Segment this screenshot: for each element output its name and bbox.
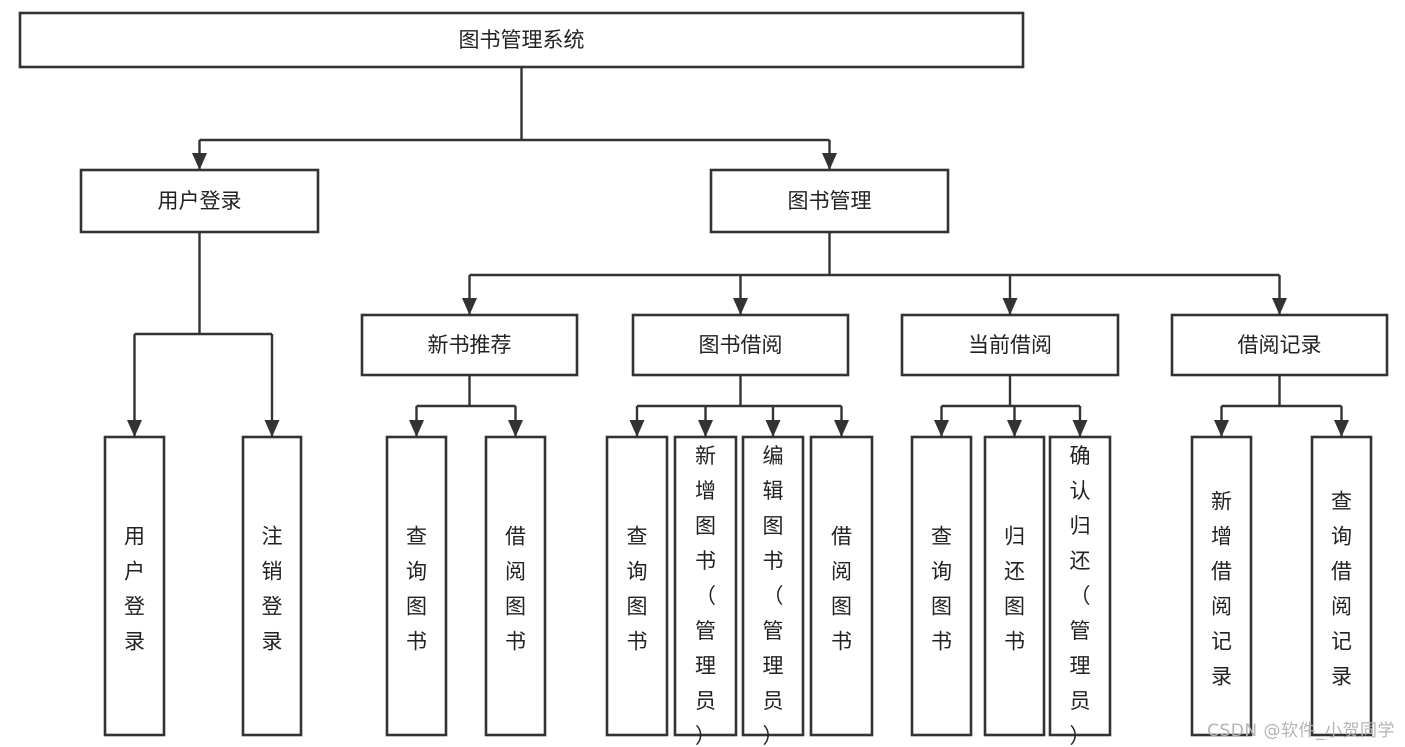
node-label-leaf-add-book: 新增图书（管理员） [695, 444, 716, 747]
node-box-borrow-record[interactable] [1170, 313, 1389, 377]
nodes-layer: 图书管理系统用户登录图书管理新书推荐图书借阅当前借阅借阅记录用户登录注销登录查询… [18, 11, 1389, 747]
node-box-leaf-borrow-book-1[interactable] [484, 435, 547, 737]
node-label-borrow-record: 借阅记录 [1238, 333, 1322, 357]
arrow-icon-leaf-query-record [1334, 420, 1349, 437]
node-box-leaf-add-book[interactable] [673, 435, 738, 737]
edge-group-root [192, 67, 837, 170]
arrow-icon-leaf-add-book [698, 420, 713, 437]
arrow-icon-book-manage [822, 153, 837, 170]
node-box-leaf-user-login[interactable] [103, 435, 166, 737]
node-label-leaf-user-login: 用户登录 [124, 524, 145, 653]
arrow-icon-leaf-query-book-2 [629, 420, 645, 437]
arrow-icon-leaf-borrow-book-1 [508, 420, 523, 437]
node-current-borrow[interactable]: 当前借阅 [900, 313, 1120, 377]
node-box-new-book-rec[interactable] [360, 313, 579, 377]
node-box-leaf-query-book-2[interactable] [605, 435, 669, 737]
node-label-leaf-borrow-book-1: 借阅图书 [505, 524, 526, 653]
node-box-leaf-borrow-book-2[interactable] [809, 435, 874, 737]
arrow-icon-current-borrow [1002, 298, 1018, 315]
arrow-icon-borrow-record [1272, 298, 1287, 315]
node-leaf-add-record[interactable]: 新增借阅记录 [1190, 435, 1253, 737]
arrow-icon-user-login [192, 153, 207, 170]
node-leaf-borrow-book-1[interactable]: 借阅图书 [484, 435, 547, 737]
node-book-borrow[interactable]: 图书借阅 [631, 313, 850, 377]
edge-group-new-book-rec [409, 375, 523, 437]
arrow-icon-new-book-rec [462, 298, 477, 315]
node-box-leaf-query-book-3[interactable] [910, 435, 973, 737]
edge-group-book-manage [462, 232, 1287, 315]
node-box-user-login[interactable] [79, 168, 320, 234]
node-box-leaf-confirm-return[interactable] [1048, 435, 1112, 737]
node-leaf-user-login[interactable]: 用户登录 [103, 435, 166, 737]
node-box-book-borrow[interactable] [631, 313, 850, 377]
node-leaf-return-book[interactable]: 归还图书 [983, 435, 1046, 737]
node-box-leaf-edit-book[interactable] [741, 435, 805, 737]
edge-group-user-login [127, 232, 280, 437]
node-box-current-borrow[interactable] [900, 313, 1120, 377]
arrow-icon-leaf-return-book [1007, 420, 1022, 437]
node-box-book-manage[interactable] [709, 168, 950, 234]
node-label-leaf-query-book-3: 查询图书 [931, 524, 952, 653]
node-borrow-record[interactable]: 借阅记录 [1170, 313, 1389, 377]
node-leaf-query-book-1[interactable]: 查询图书 [385, 435, 448, 737]
node-label-book-borrow: 图书借阅 [699, 333, 783, 357]
node-box-leaf-return-book[interactable] [983, 435, 1046, 737]
node-label-leaf-query-book-2: 查询图书 [627, 524, 648, 653]
node-new-book-rec[interactable]: 新书推荐 [360, 313, 579, 377]
node-leaf-edit-book[interactable]: 编辑图书（管理员） [741, 435, 805, 747]
arrow-icon-leaf-user-login [127, 420, 142, 437]
node-label-leaf-query-book-1: 查询图书 [406, 524, 427, 653]
node-label-leaf-borrow-book-2: 借阅图书 [831, 524, 852, 653]
node-box-leaf-query-record[interactable] [1310, 435, 1373, 737]
node-label-user-login: 用户登录 [158, 189, 242, 213]
node-label-leaf-confirm-return: 确认归还（管理员） [1070, 444, 1091, 747]
node-box-leaf-user-logout[interactable] [241, 435, 303, 737]
node-root[interactable]: 图书管理系统 [18, 11, 1025, 69]
node-label-leaf-query-record: 查询借阅记录 [1331, 489, 1352, 688]
node-label-book-manage: 图书管理 [788, 189, 872, 213]
arrow-icon-leaf-user-logout [264, 420, 280, 437]
arrow-icon-leaf-query-book-3 [934, 420, 949, 437]
node-label-new-book-rec: 新书推荐 [428, 333, 512, 357]
edges-layer [127, 67, 1349, 437]
node-label-leaf-edit-book: 编辑图书（管理员） [763, 444, 784, 747]
node-leaf-user-logout[interactable]: 注销登录 [241, 435, 303, 737]
node-box-root[interactable] [18, 11, 1025, 69]
arrow-icon-leaf-edit-book [765, 420, 781, 437]
node-leaf-query-book-2[interactable]: 查询图书 [605, 435, 669, 737]
node-user-login[interactable]: 用户登录 [79, 168, 320, 234]
node-leaf-add-book[interactable]: 新增图书（管理员） [673, 435, 738, 747]
node-label-leaf-user-logout: 注销登录 [262, 524, 283, 653]
node-label-current-borrow: 当前借阅 [968, 333, 1052, 357]
arrow-icon-book-borrow [733, 298, 748, 315]
node-label-leaf-add-record: 新增借阅记录 [1211, 489, 1232, 688]
node-leaf-confirm-return[interactable]: 确认归还（管理员） [1048, 435, 1112, 747]
node-label-leaf-return-book: 归还图书 [1004, 524, 1025, 653]
edge-group-book-borrow [629, 375, 849, 437]
node-label-root: 图书管理系统 [459, 28, 585, 52]
node-leaf-query-record[interactable]: 查询借阅记录 [1310, 435, 1373, 737]
arrow-icon-leaf-add-record [1214, 420, 1229, 437]
arrow-icon-leaf-borrow-book-2 [834, 420, 849, 437]
node-book-manage[interactable]: 图书管理 [709, 168, 950, 234]
edge-group-current-borrow [934, 375, 1088, 437]
node-leaf-query-book-3[interactable]: 查询图书 [910, 435, 973, 737]
node-leaf-borrow-book-2[interactable]: 借阅图书 [809, 435, 874, 737]
node-box-leaf-query-book-1[interactable] [385, 435, 448, 737]
arrow-icon-leaf-query-book-1 [409, 420, 424, 437]
arrow-icon-leaf-confirm-return [1072, 420, 1088, 437]
node-box-leaf-add-record[interactable] [1190, 435, 1253, 737]
edge-group-borrow-record [1214, 375, 1349, 437]
